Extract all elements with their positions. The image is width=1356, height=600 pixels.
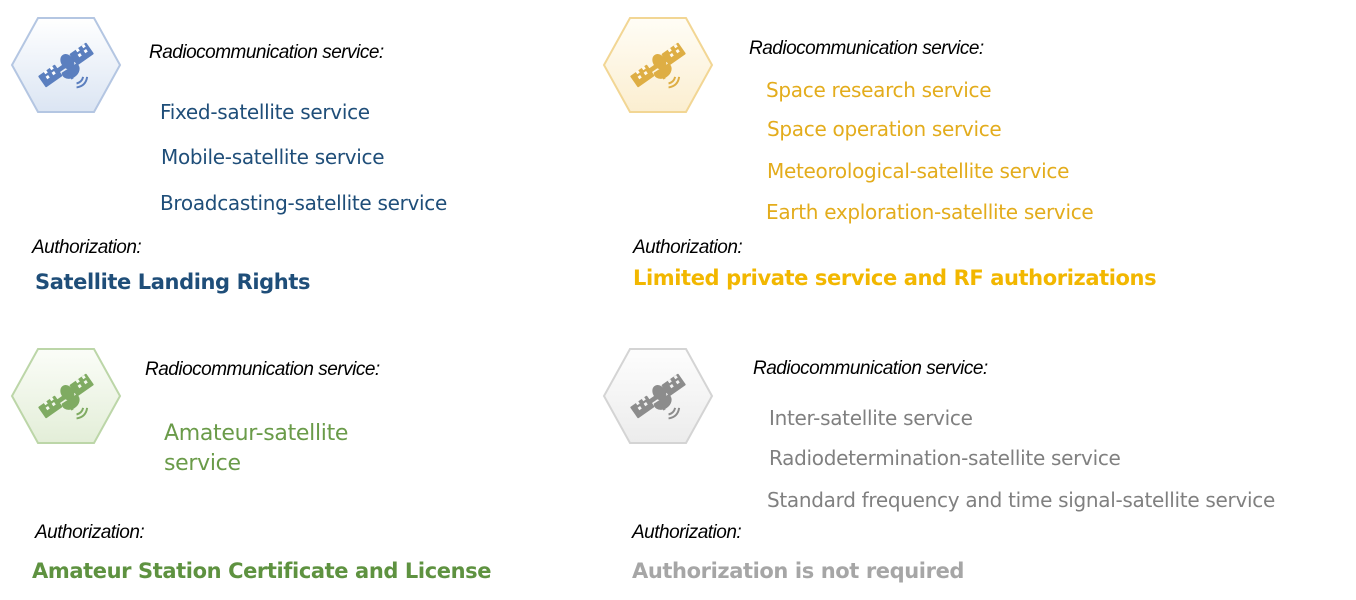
- satellite-icon: [602, 348, 714, 444]
- authorization-label: Authorization:: [633, 237, 743, 258]
- satellite-icon: [10, 348, 122, 444]
- service-item: service: [164, 451, 241, 476]
- authorization-label: Authorization:: [32, 237, 142, 258]
- green-hexagon-badge: [10, 347, 122, 445]
- authorization-value: Satellite Landing Rights: [35, 270, 311, 294]
- service-item: Radiodetermination-satellite service: [769, 446, 1121, 470]
- service-label: Radiocommunication service:: [149, 42, 384, 63]
- service-item: Inter-satellite service: [769, 406, 973, 430]
- service-item: Mobile-satellite service: [161, 145, 385, 169]
- authorization-value: Authorization is not required: [632, 559, 965, 583]
- service-item: Space operation service: [767, 117, 1002, 141]
- authorization-value: Amateur Station Certificate and License: [32, 559, 492, 583]
- blue-hexagon-badge: [10, 16, 122, 114]
- service-item: Fixed-satellite service: [160, 100, 370, 124]
- service-label: Radiocommunication service:: [753, 358, 988, 379]
- service-item: Meteorological-satellite service: [767, 159, 1070, 183]
- service-item: Space research service: [766, 78, 992, 102]
- authorization-label: Authorization:: [35, 522, 145, 543]
- service-label: Radiocommunication service:: [145, 359, 380, 380]
- service-item: Broadcasting-satellite service: [160, 191, 447, 215]
- gray-hexagon-badge: [602, 347, 714, 445]
- service-item: Amateur-satellite: [164, 421, 349, 446]
- authorization-value: Limited private service and RF authoriza…: [633, 266, 1157, 290]
- service-item: Standard frequency and time signal-satel…: [767, 488, 1275, 512]
- satellite-icon: [10, 17, 122, 113]
- satellite-icon: [602, 17, 714, 113]
- authorization-label: Authorization:: [632, 522, 742, 543]
- gold-hexagon-badge: [602, 16, 714, 114]
- service-label: Radiocommunication service:: [749, 38, 984, 59]
- service-item: Earth exploration-satellite service: [766, 200, 1094, 224]
